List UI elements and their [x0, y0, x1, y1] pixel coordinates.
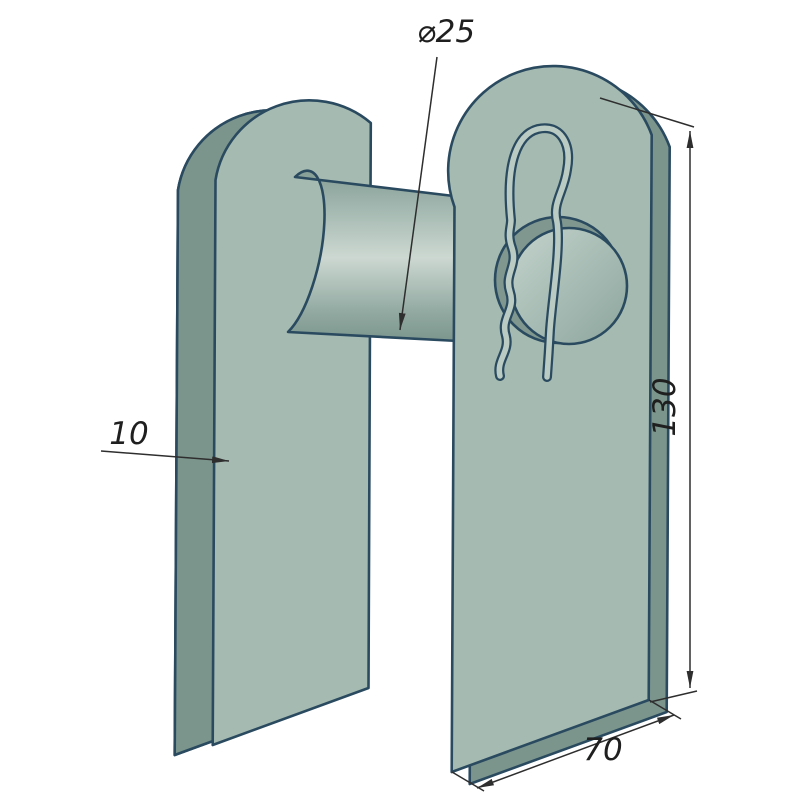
diameter-label: ⌀25	[417, 14, 475, 50]
width-label: 70	[583, 732, 622, 768]
pin-cylinder	[286, 169, 464, 343]
pin-head-face	[509, 226, 629, 346]
dimension-annotations: ⌀25 10 130 70	[100, 14, 698, 792]
height-label: 130	[647, 377, 683, 436]
right-plate	[446, 64, 671, 786]
dimension-pin-diameter: ⌀25	[398, 14, 475, 331]
r-clip	[494, 123, 574, 382]
dimension-width: 70	[451, 699, 682, 792]
diameter-leader-line	[398, 56, 438, 331]
height-extension-top	[599, 97, 695, 128]
height-extension-bottom	[649, 690, 698, 703]
thickness-label: 10	[109, 416, 148, 452]
width-extension-right	[648, 699, 682, 720]
width-dimension-line	[476, 714, 675, 789]
dimension-plate-thickness: 10	[100, 416, 230, 464]
dimension-height: 130	[599, 97, 698, 703]
thickness-leader-line	[100, 450, 230, 464]
right-plate-inner-face	[446, 64, 653, 774]
r-clip-wire	[496, 125, 571, 380]
pin-shank	[286, 169, 464, 343]
